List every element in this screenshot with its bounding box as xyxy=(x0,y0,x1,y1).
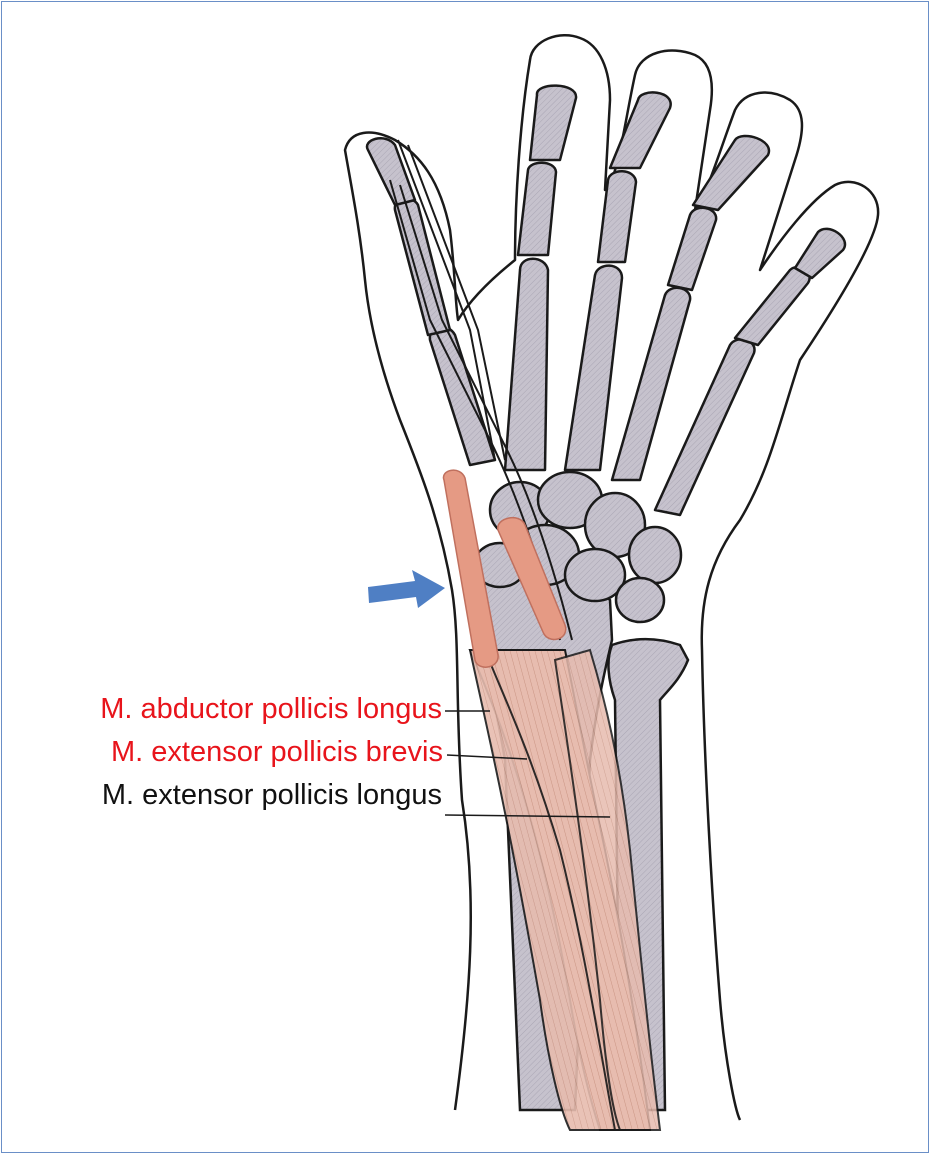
label-extensor-pollicis-longus: M. extensor pollicis longus xyxy=(102,778,442,812)
label-abductor-pollicis-longus: M. abductor pollicis longus xyxy=(100,692,442,726)
label-extensor-pollicis-brevis: M. extensor pollicis brevis xyxy=(111,735,443,769)
arrow-right-icon xyxy=(368,570,445,608)
